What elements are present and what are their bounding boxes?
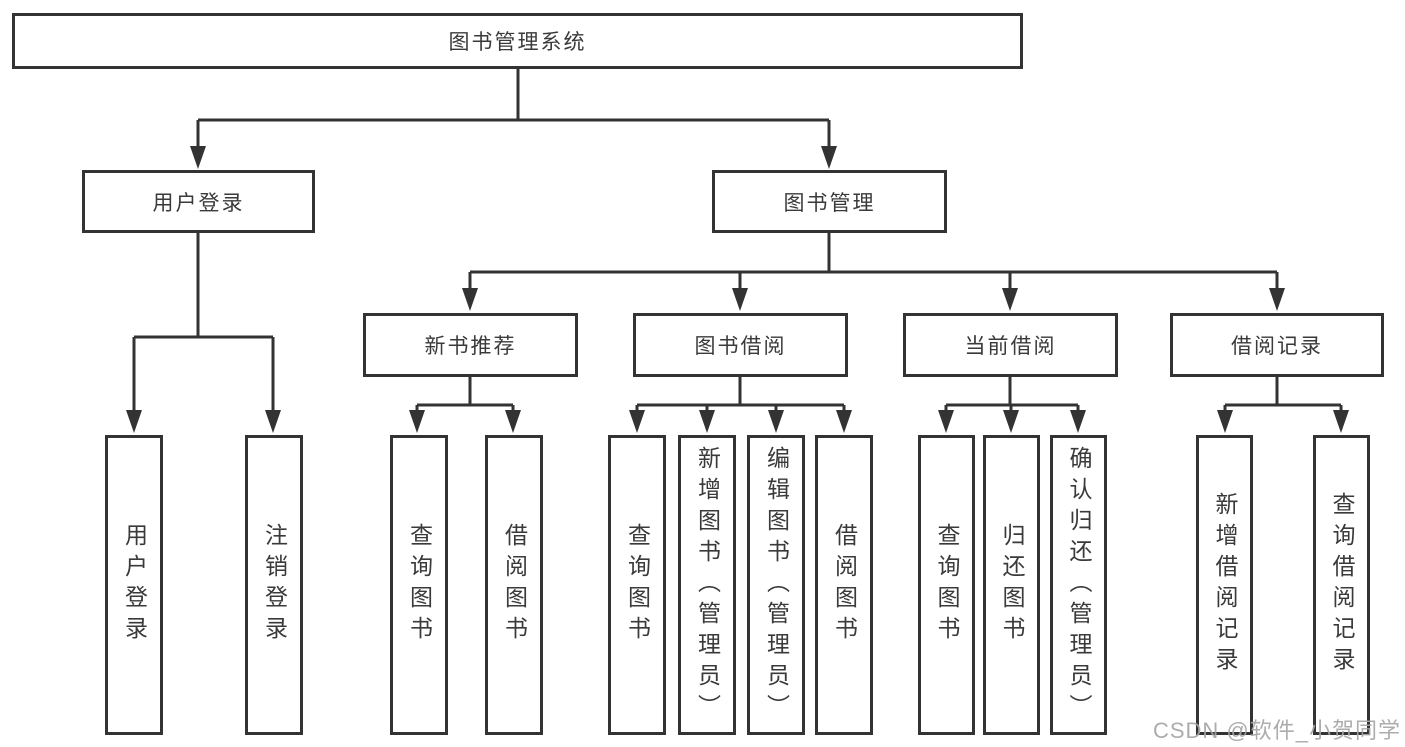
node-root-system: 图书管理系统 [12, 13, 1023, 69]
node-label: 借阅记录 [1231, 335, 1323, 358]
node-borrow-records: 借阅记录 [1170, 313, 1384, 377]
leaf-label: 注销登录 [261, 523, 288, 647]
leaf-borrow-books: 借阅图书 [815, 435, 873, 735]
node-book-management: 图书管理 [712, 170, 947, 233]
leaf-query-books: 查询图书 [918, 435, 975, 735]
leaf-label: 新增图书（管理员） [694, 445, 721, 725]
arrowheads [126, 146, 1349, 433]
node-current-borrow: 当前借阅 [903, 313, 1118, 377]
leaf-edit-books-admin: 编辑图书（管理员） [747, 435, 805, 735]
leaf-label: 新增借阅记录 [1212, 492, 1238, 678]
leaf-borrow-books: 借阅图书 [485, 435, 543, 735]
node-label: 图书借阅 [694, 335, 787, 358]
leaf-query-books: 查询图书 [608, 435, 666, 735]
leaf-label: 确认归还（管理员） [1066, 445, 1092, 725]
node-new-book-recommend: 新书推荐 [363, 313, 578, 377]
watermark-text: CSDN @软件_小贺同学 [1152, 718, 1401, 743]
leaf-user-login: 用户登录 [105, 435, 163, 735]
leaf-label: 查询图书 [934, 523, 960, 647]
leaf-label: 归还图书 [999, 523, 1025, 647]
leaf-label: 用户登录 [121, 523, 148, 647]
leaf-label: 查询图书 [406, 523, 433, 647]
leaf-label: 查询图书 [624, 523, 651, 647]
leaf-label: 借阅图书 [831, 523, 858, 647]
leaf-confirm-return-admin: 确认归还（管理员） [1050, 435, 1107, 735]
node-book-borrow: 图书借阅 [633, 313, 848, 377]
leaf-logout: 注销登录 [245, 435, 303, 735]
leaf-add-books-admin: 新增图书（管理员） [678, 435, 736, 735]
node-user-login: 用户登录 [82, 170, 315, 233]
node-label: 新书推荐 [424, 335, 517, 358]
connector-paths [132, 69, 1343, 414]
leaf-return-books: 归还图书 [983, 435, 1040, 735]
node-label: 用户登录 [152, 191, 245, 215]
node-label: 图书管理系统 [448, 31, 587, 54]
leaf-query-borrow-record: 查询借阅记录 [1313, 435, 1370, 735]
leaf-label: 借阅图书 [501, 523, 528, 647]
leaf-add-borrow-record: 新增借阅记录 [1196, 435, 1253, 735]
node-label: 当前借阅 [964, 335, 1057, 358]
leaf-label: 编辑图书（管理员） [763, 445, 790, 725]
leaf-query-books: 查询图书 [390, 435, 448, 735]
leaf-label: 查询借阅记录 [1329, 492, 1355, 678]
node-label: 图书管理 [783, 191, 876, 215]
